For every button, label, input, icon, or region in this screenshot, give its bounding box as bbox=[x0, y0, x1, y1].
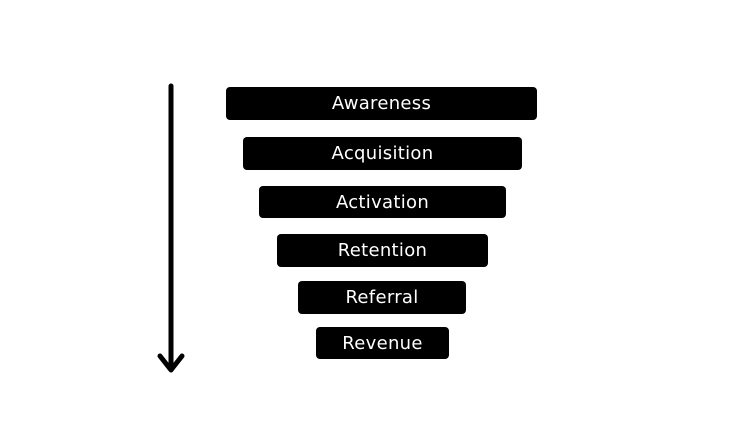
funnel-stage-label: Activation bbox=[335, 191, 430, 213]
arrow-down-icon bbox=[157, 83, 185, 373]
funnel-stage-label: Revenue bbox=[342, 332, 423, 354]
funnel-stage-activation: Activation bbox=[259, 186, 506, 218]
funnel-stage-label: Retention bbox=[337, 240, 428, 261]
funnel-stage-referral: Referral bbox=[298, 281, 466, 314]
funnel-stage-label: Referral bbox=[345, 287, 419, 308]
funnel-stage-awareness: Awareness bbox=[226, 87, 537, 120]
funnel-stage-retention: Retention bbox=[277, 234, 488, 267]
funnel-stage-revenue: Revenue bbox=[316, 327, 449, 359]
funnel-stage-acquisition: Acquisition bbox=[243, 137, 522, 170]
funnel-stage-label: Acquisition bbox=[331, 143, 434, 164]
funnel-stage-label: Awareness bbox=[331, 93, 432, 114]
